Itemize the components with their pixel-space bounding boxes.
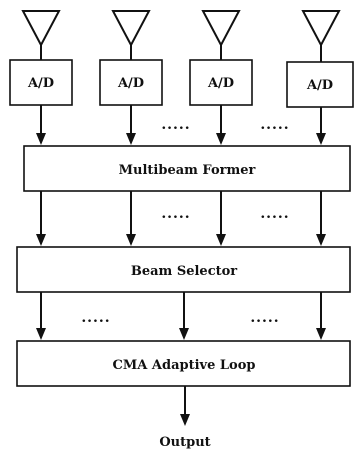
adc-4-arrow-head (316, 133, 326, 145)
cma-adaptive-loop-box (16, 340, 351, 387)
cma-adaptive-loop: CMA Adaptive Loop (16, 340, 351, 387)
multibeam-former-label: Multibeam Former (119, 163, 256, 178)
adc-to-former-arrows (36, 105, 326, 145)
antenna-2-triangle (111, 10, 151, 48)
adc-1-label: A/D (27, 76, 54, 91)
former-to-selector-arrows (36, 191, 326, 246)
ellipsis-adc-2: ..... (260, 117, 289, 133)
beam-1-arrow-head (36, 234, 46, 246)
adc-4-label: A/D (306, 78, 333, 93)
multibeam-former: Multibeam Former (23, 145, 351, 192)
ellipsis-selected-2: ..... (250, 310, 279, 326)
output-arrow-head (180, 414, 190, 426)
ellipsis-beam-2: ..... (260, 206, 289, 222)
adc-1-arrow-head (36, 133, 46, 145)
antenna-3-triangle (201, 10, 241, 48)
antenna-3 (201, 10, 241, 60)
adc-3-arrow-head (216, 133, 226, 145)
adc-2: A/D (99, 59, 163, 106)
selected-3-arrow-head (316, 328, 326, 340)
beam-selector-label: Beam Selector (131, 264, 237, 279)
adc-4: A/D (286, 61, 354, 108)
output-arrow (180, 386, 190, 426)
selector-to-cma-arrows (36, 292, 326, 340)
antenna-4-triangle (301, 10, 341, 48)
adc-1-box (9, 59, 73, 106)
cma-adaptive-loop-label: CMA Adaptive Loop (113, 358, 256, 373)
beam-4-arrow-head (316, 234, 326, 246)
antenna-2 (111, 10, 151, 60)
ellipsis-selected-1: ..... (81, 310, 110, 326)
antenna-4 (301, 10, 341, 62)
selected-1-arrow-head (36, 328, 46, 340)
adc-3: A/D (189, 59, 253, 106)
adc-2-arrow-head (126, 133, 136, 145)
antenna-1-triangle (21, 10, 61, 48)
ellipsis-adc-1: ..... (161, 117, 190, 133)
adc-3-label: A/D (207, 76, 234, 91)
ellipsis-beam-1: ..... (161, 206, 190, 222)
beam-3-arrow-head (216, 234, 226, 246)
beam-2-arrow-head (126, 234, 136, 246)
adc-3-box (189, 59, 253, 106)
adc-1: A/D (9, 59, 73, 106)
selected-2-arrow-head (179, 328, 189, 340)
multibeam-former-box (23, 145, 351, 192)
antenna-1 (21, 10, 61, 60)
adc-2-label: A/D (117, 76, 144, 91)
output-label: Output (159, 435, 210, 450)
beam-selector: Beam Selector (16, 246, 351, 293)
